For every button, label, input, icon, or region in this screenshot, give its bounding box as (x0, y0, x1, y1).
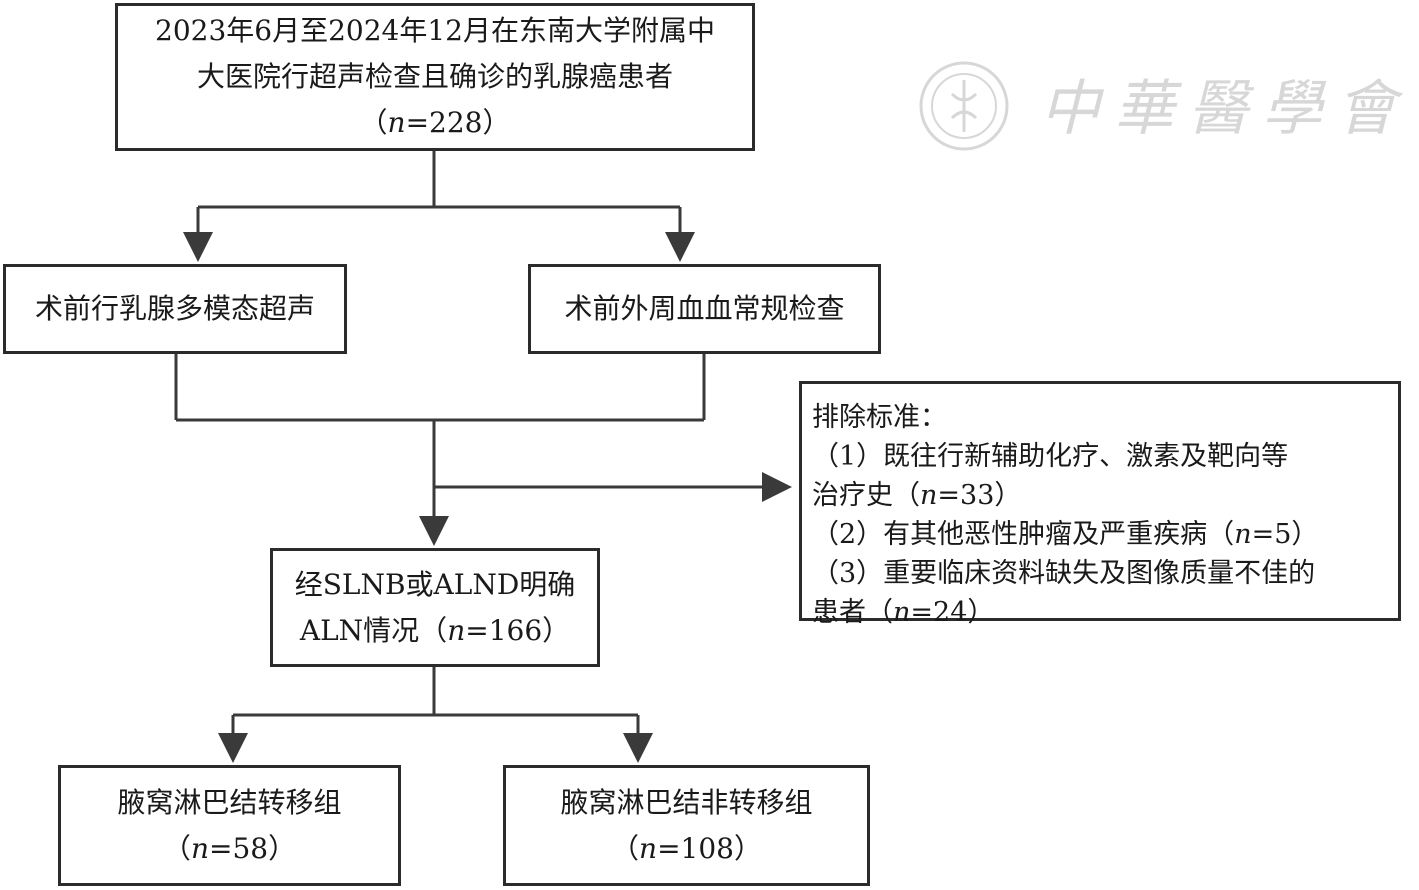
exclusion-item3-line2: 患者（n=24） (812, 597, 995, 628)
box-preop-blood-test-label: 术前外周血血常规检查 (564, 292, 845, 325)
exclusion-item3-line1: （3）重要临床资料缺失及图像质量不佳的 (812, 558, 1316, 589)
top-box-enrolled: 2023年6月至2024年12月在东南大学附属中 大医院行超声检查且确诊的乳腺癌… (115, 3, 755, 151)
exclusion-criteria-box: 排除标准： （1）既往行新辅助化疗、激素及靶向等 治疗史（n=33） （2）有其… (799, 381, 1401, 628)
exclusion-item1-line1: （1）既往行新辅助化疗、激素及靶向等 (812, 441, 1289, 472)
top-box-count: （n=228） (359, 106, 511, 139)
metastasis-group-count: （n=58） (162, 831, 297, 865)
top-box-line2: 大医院行超声检查且确诊的乳腺癌患者 (196, 60, 673, 93)
exclusion-item2: （2）有其他恶性肿瘤及严重疾病（n=5） (812, 519, 1319, 550)
box-preop-ultrasound: 术前行乳腺多模态超声 (3, 264, 347, 354)
box-non-metastasis-group: 腋窝淋巴结非转移组 （n=108） (503, 765, 870, 886)
box-aln-line2: ALN情况（n=166） (299, 613, 571, 647)
box-preop-ultrasound-label: 术前行乳腺多模态超声 (34, 292, 315, 325)
box-metastasis-group: 腋窝淋巴结转移组 （n=58） (58, 765, 401, 886)
top-box-line1: 2023年6月至2024年12月在东南大学附属中 (155, 14, 715, 47)
watermark-text: 中華醫學會 (1040, 74, 1410, 144)
box-aln-confirmed: 经SLNB或ALND明确 ALN情况（n=166） (270, 548, 600, 667)
exclusion-title: 排除标准： (812, 402, 947, 433)
non-metastasis-group-count: （n=108） (611, 831, 762, 865)
box-aln-line1: 经SLNB或ALND明确 (294, 567, 576, 601)
metastasis-group-label: 腋窝淋巴结转移组 (117, 785, 342, 819)
exclusion-item1-line2: 治疗史（n=33） (812, 480, 1022, 511)
cma-seal-icon (919, 61, 1009, 151)
box-preop-blood-test: 术前外周血血常规检查 (528, 264, 881, 354)
non-metastasis-group-label: 腋窝淋巴结非转移组 (560, 785, 813, 819)
